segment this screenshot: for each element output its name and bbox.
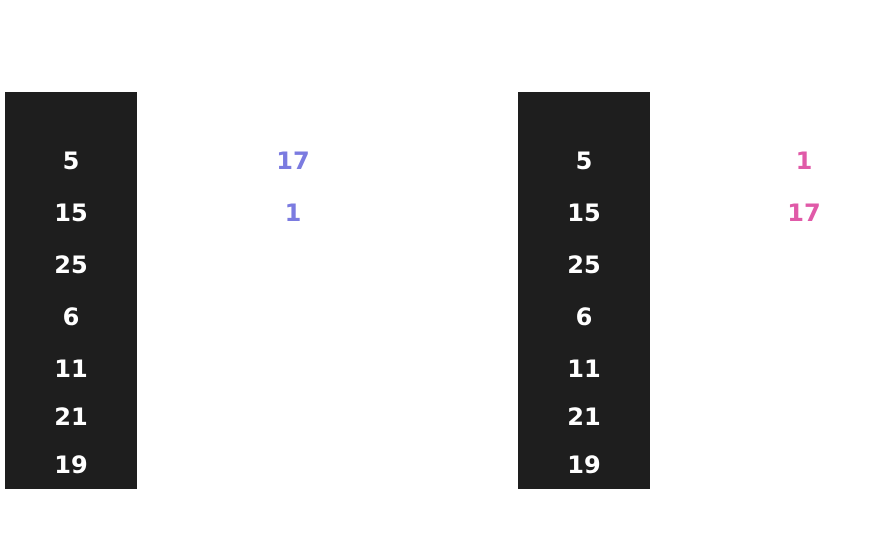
left-column-item: 5 bbox=[62, 147, 80, 175]
left-number-column: 5 15 25 6 11 21 19 bbox=[5, 92, 137, 489]
right-column-item: 5 bbox=[575, 147, 593, 175]
right-side-item: 1 bbox=[795, 147, 813, 175]
right-column-item: 19 bbox=[567, 451, 601, 479]
left-column-item: 15 bbox=[54, 199, 88, 227]
right-column-item: 25 bbox=[567, 251, 601, 279]
left-column-item: 11 bbox=[54, 355, 88, 383]
right-column-item: 21 bbox=[567, 403, 601, 431]
right-column-item: 15 bbox=[567, 199, 601, 227]
left-column-item: 6 bbox=[62, 303, 80, 331]
left-column-item: 21 bbox=[54, 403, 88, 431]
left-column-item: 19 bbox=[54, 451, 88, 479]
right-number-column: 5 15 25 6 11 21 19 bbox=[518, 92, 650, 489]
right-column-item: 6 bbox=[575, 303, 593, 331]
right-column-item: 11 bbox=[567, 355, 601, 383]
left-column-item: 25 bbox=[54, 251, 88, 279]
right-side-item: 17 bbox=[787, 199, 821, 227]
left-side-item: 17 bbox=[276, 147, 310, 175]
left-side-item: 1 bbox=[284, 199, 302, 227]
